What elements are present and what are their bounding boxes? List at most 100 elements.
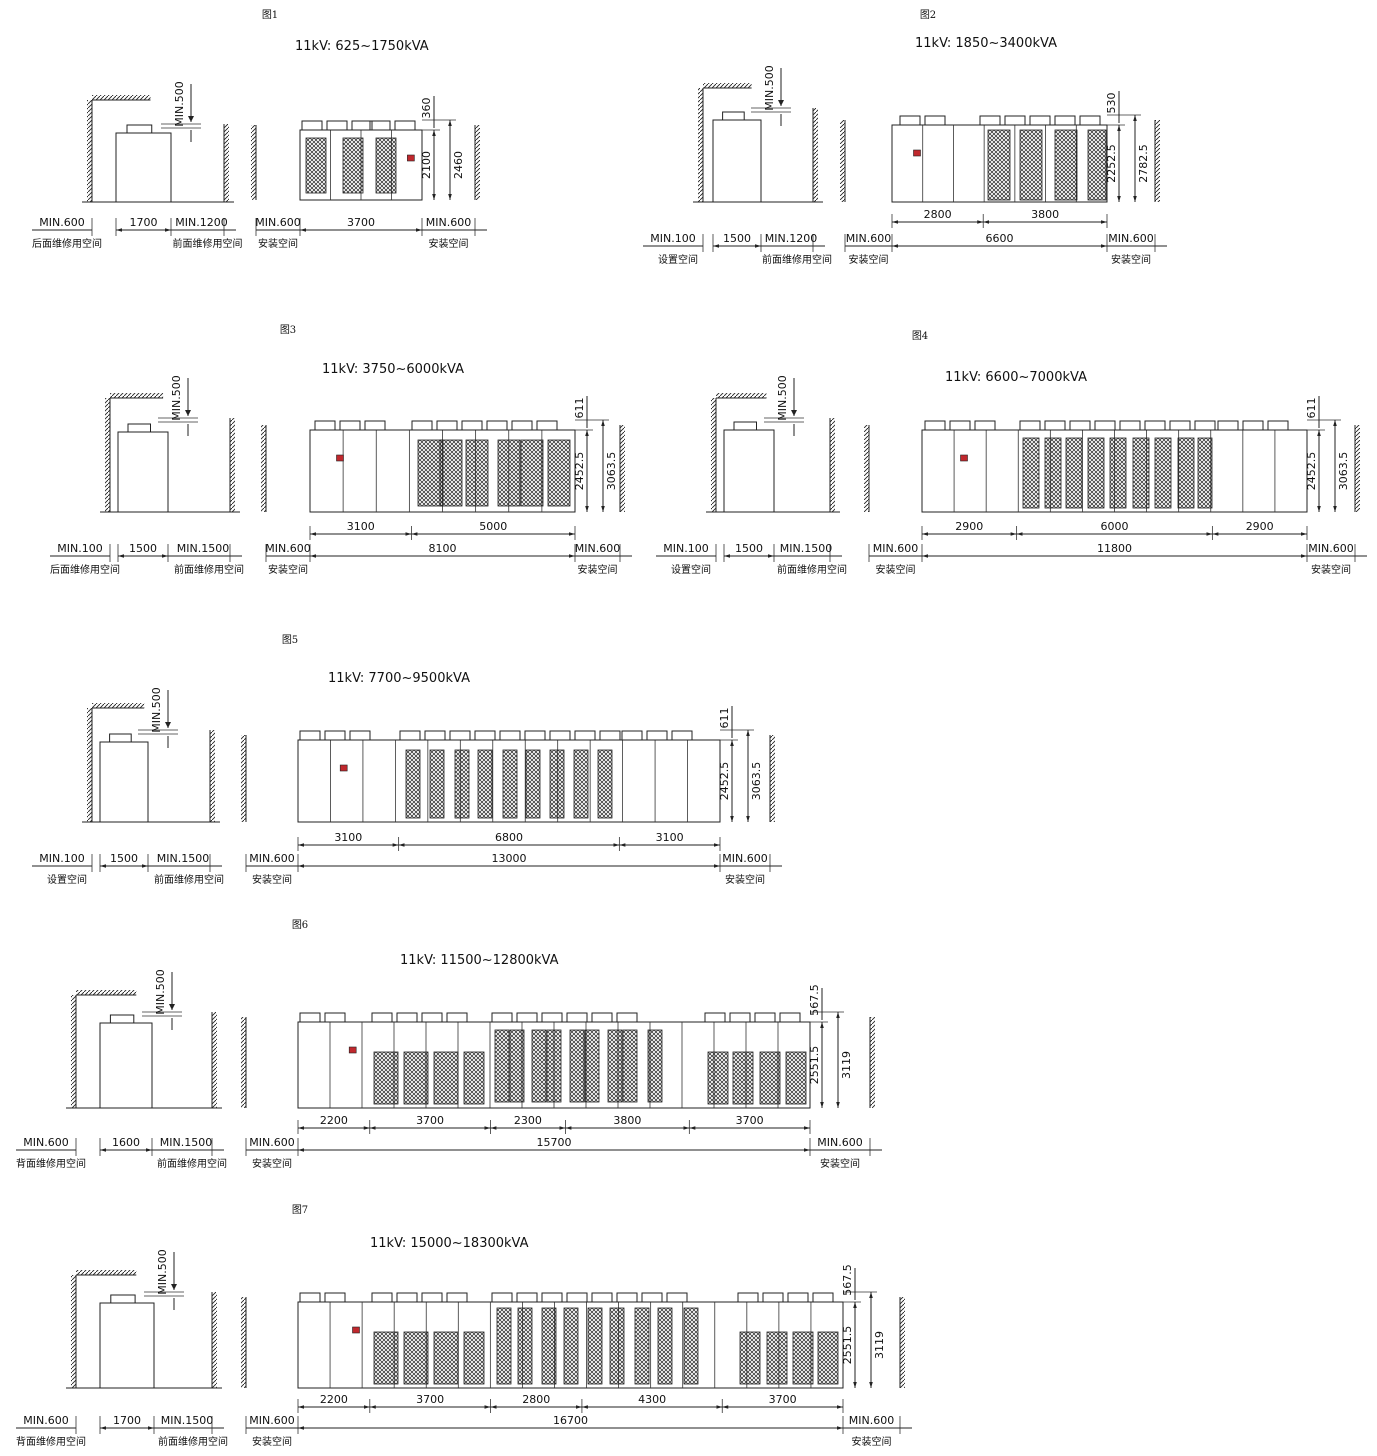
- ventilation-mesh: [520, 439, 544, 507]
- fan-hood: [446, 1292, 468, 1303]
- total-width-label: 15700: [537, 1136, 572, 1149]
- total-width-label: 11800: [1097, 542, 1132, 555]
- fan-hood: [301, 120, 323, 131]
- wall-hatch: [230, 418, 235, 512]
- ventilation-mesh: [607, 1029, 623, 1103]
- arrow-head: [791, 410, 797, 416]
- fan-hood: [109, 1014, 135, 1024]
- figure-number: 图3: [280, 324, 296, 336]
- fan-hood: [549, 730, 571, 741]
- height-label: 2551.5: [808, 1046, 821, 1085]
- ventilation-mesh: [569, 1029, 585, 1103]
- left-caption: 安装空间: [876, 563, 916, 576]
- segment-width-label: 3100: [347, 520, 375, 533]
- segment-width-label: 5000: [479, 520, 507, 533]
- ventilation-mesh: [439, 439, 463, 507]
- right-clearance-label: MIN.1500: [161, 1414, 213, 1427]
- total-height-label: 2782.5: [1137, 144, 1150, 183]
- fan-hood: [486, 420, 508, 431]
- height-label: 2452.5: [718, 762, 731, 801]
- ventilation-mesh: [609, 1307, 625, 1385]
- fan-hood: [1054, 115, 1076, 126]
- wall-hatch: [261, 425, 266, 512]
- wall-hatch: [711, 398, 716, 512]
- ventilation-mesh: [1019, 129, 1043, 201]
- segment-width-label: 2900: [955, 520, 983, 533]
- ventilation-mesh: [1044, 437, 1062, 509]
- ventilation-mesh: [573, 749, 589, 819]
- top-clearance-label: MIN.500: [150, 687, 163, 732]
- control-indicator: [336, 454, 344, 462]
- fan-hood: [371, 1012, 393, 1023]
- segment-width-label: 6800: [495, 831, 523, 844]
- right-caption: 前面维修用空间: [173, 237, 243, 250]
- arrow-head: [778, 100, 784, 106]
- fan-hood: [621, 730, 643, 741]
- fan-hood: [566, 1012, 588, 1023]
- ceiling-hatch: [92, 95, 151, 100]
- total-width-label: 16700: [553, 1414, 588, 1427]
- left-clearance-label: MIN.600: [23, 1414, 68, 1427]
- left-clearance-label: MIN.600: [23, 1136, 68, 1149]
- ventilation-mesh: [1177, 437, 1195, 509]
- segment-width-label: 3700: [416, 1393, 444, 1406]
- fan-hood: [436, 420, 458, 431]
- cabinet-side: [115, 132, 172, 203]
- segment-width-label: 2200: [320, 1393, 348, 1406]
- ventilation-mesh: [549, 749, 565, 819]
- total-height-label: 3063.5: [750, 762, 763, 801]
- ventilation-mesh: [759, 1051, 781, 1105]
- ventilation-mesh: [647, 1029, 663, 1103]
- ventilation-mesh: [541, 1307, 557, 1385]
- ventilation-mesh: [429, 749, 445, 819]
- fan-hood: [1194, 420, 1216, 431]
- left-caption: 背面维修用空间: [16, 1435, 86, 1448]
- fan-hood: [1029, 115, 1051, 126]
- fan-hood: [1267, 420, 1289, 431]
- segment-width-label: 2900: [1246, 520, 1274, 533]
- segment-width-label: 2800: [522, 1393, 550, 1406]
- fan-hood: [299, 1292, 321, 1303]
- fan-hood: [812, 1292, 834, 1303]
- right-clearance-label: MIN.1500: [160, 1136, 212, 1149]
- ventilation-mesh: [405, 749, 421, 819]
- ventilation-mesh: [1197, 437, 1213, 509]
- segment-width-label: 3100: [334, 831, 362, 844]
- ventilation-mesh: [1087, 437, 1105, 509]
- ventilation-mesh: [417, 439, 444, 507]
- right-caption: 前面维修用空间: [154, 873, 224, 886]
- right-caption: 安装空间: [725, 873, 765, 886]
- total-width-label: 3700: [347, 216, 375, 229]
- right-clearance-label: MIN.600: [575, 542, 620, 555]
- right-clearance-label: MIN.1500: [780, 542, 832, 555]
- arrow-head: [165, 722, 171, 728]
- ventilation-mesh: [766, 1331, 788, 1385]
- depth-label: 1500: [110, 852, 138, 865]
- fan-hood: [974, 420, 996, 431]
- arrow-head: [188, 116, 194, 122]
- ventilation-mesh: [546, 1029, 562, 1103]
- fan-hood: [591, 1012, 613, 1023]
- wall-hatch: [212, 1012, 217, 1108]
- ventilation-mesh: [1065, 437, 1083, 509]
- fan-hood: [324, 1292, 346, 1303]
- fan-hood: [371, 1292, 393, 1303]
- fan-hood: [1079, 115, 1101, 126]
- wall-hatch: [1155, 120, 1160, 202]
- fan-hood: [351, 120, 373, 131]
- segment-width-label: 2800: [924, 208, 952, 221]
- ventilation-mesh: [517, 1307, 533, 1385]
- fan-hood: [421, 1012, 443, 1023]
- wall-hatch: [71, 995, 76, 1108]
- wall-hatch: [87, 708, 92, 822]
- fan-hood: [646, 730, 668, 741]
- ventilation-mesh: [563, 1307, 579, 1385]
- left-caption: 设置空间: [671, 563, 711, 576]
- fan-hood: [516, 1292, 538, 1303]
- arrow-head: [171, 1284, 177, 1290]
